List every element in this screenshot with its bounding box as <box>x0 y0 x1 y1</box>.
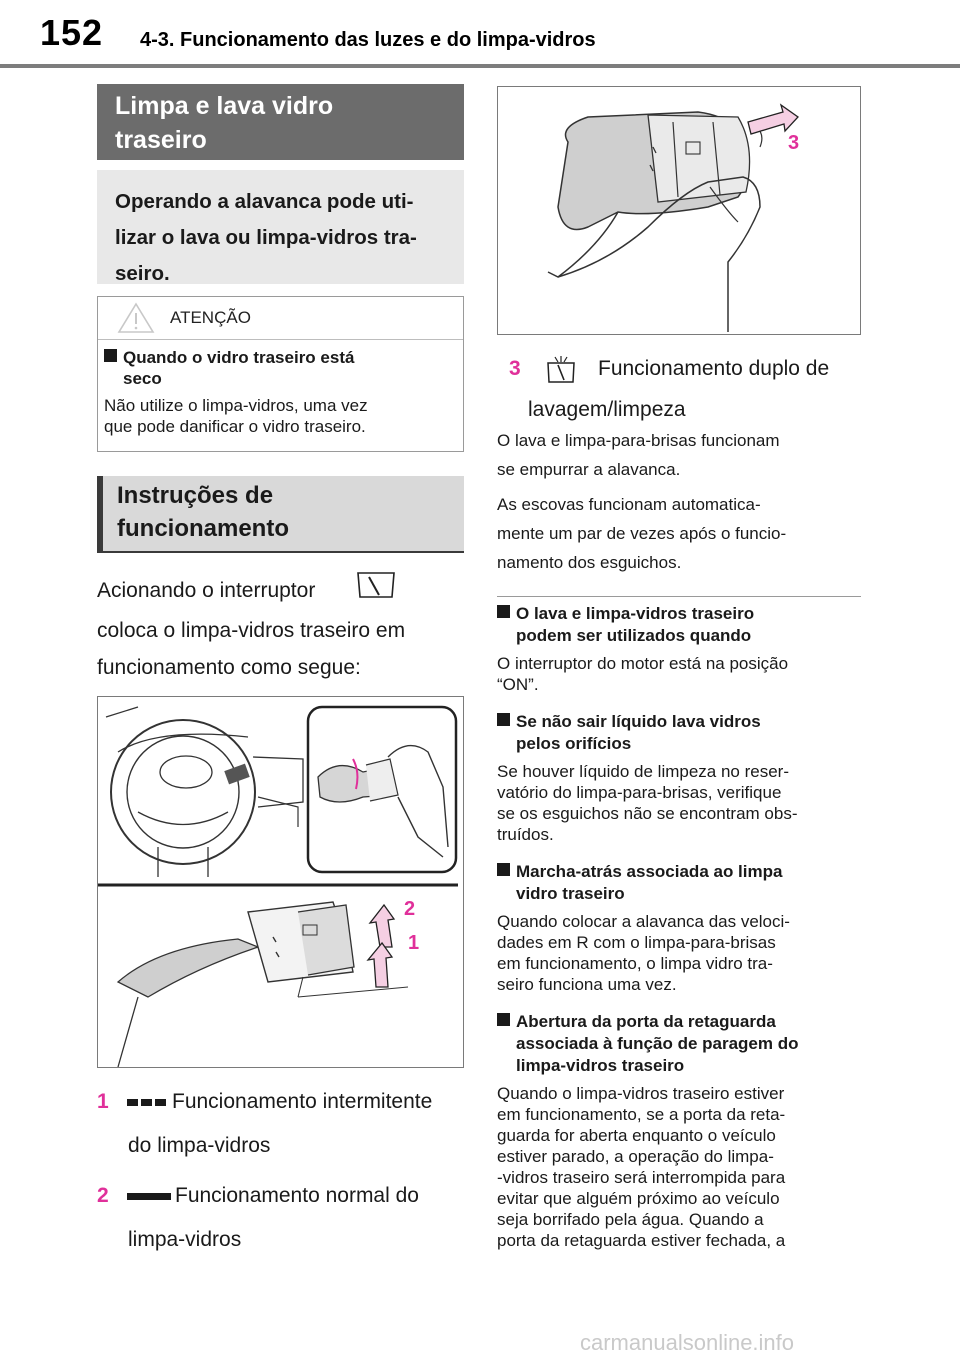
item-text: Funcionamento duplo de <box>598 357 830 380</box>
warning-triangle-icon <box>117 302 155 333</box>
lead-summary: Operando a alavanca pode uti- lizar o la… <box>97 170 464 285</box>
note-title: Se não sair líquido lava vidros pelos or… <box>497 711 861 755</box>
caution-box: ATENÇÃO Quando o vidro traseiro está sec… <box>97 296 464 452</box>
intro-line: coloca o limpa-vidros traseiro em <box>97 619 406 642</box>
item-text-cont: limpa-vidros <box>128 1228 242 1251</box>
caution-body: Não utilize o limpa-vidros, uma vez que … <box>104 395 454 437</box>
caution-body-line: que pode danificar o vidro traseiro. <box>104 417 366 436</box>
intro-paragraph: Acionando o interruptor coloca o limpa-v… <box>97 572 464 687</box>
item-text-cont: do limpa-vidros <box>128 1134 271 1157</box>
lead-line: Operando a alavanca pode uti- <box>115 190 414 213</box>
instructions-heading: Instruções de funcionamento <box>97 476 464 553</box>
item-text-cont: lavagem/limpeza <box>528 398 686 421</box>
header-rule <box>0 64 960 68</box>
section-heading-line: traseiro <box>115 126 207 154</box>
item-text: Funcionamento intermitente <box>172 1090 433 1113</box>
callout-2: 2 <box>404 898 415 920</box>
item-number: 2 <box>97 1184 109 1207</box>
section-divider <box>497 596 861 597</box>
note-4: Abertura da porta da retaguarda associad… <box>497 1011 861 1251</box>
lead-line: lizar o lava ou limpa-vidros tra- <box>115 226 417 249</box>
washer-wiper-icon <box>547 356 575 383</box>
running-header: 4-3. Funcionamento das luzes e do limpa-… <box>140 29 596 51</box>
intermittent-mode-icon <box>127 1099 166 1106</box>
item-1: 1 Funcionamento intermitente do limpa-vi… <box>97 1090 464 1157</box>
note-title: O lava e limpa-vidros traseiro podem ser… <box>497 603 861 647</box>
para-line: mente um par de vezes após o funcio- <box>497 524 787 543</box>
note-3: Marcha-atrás associada ao limpa vidro tr… <box>497 861 861 995</box>
callout-3: 3 <box>788 132 799 154</box>
note-title: Marcha-atrás associada ao limpa vidro tr… <box>497 861 861 905</box>
intro-text: Acionando o interruptor <box>97 579 316 602</box>
item-text: Funcionamento normal do <box>175 1184 419 1207</box>
hand-lever-drawing: 3 <box>547 103 799 332</box>
wiper-lever-illustration: 2 1 <box>97 696 464 1068</box>
square-bullet-icon <box>497 863 510 876</box>
caution-title: Quando o vidro traseiro está seco <box>104 347 454 389</box>
washer-description: O lava e limpa-para-brisas funcionam se … <box>497 426 861 577</box>
note-body: Quando o limpa-vidros traseiro estiver e… <box>497 1084 786 1250</box>
square-bullet-icon <box>104 349 117 362</box>
item-3: 3 Funcionamento duplo de lavagem/limpeza <box>497 355 861 435</box>
note-body: Quando colocar a alavanca das veloci- da… <box>497 912 790 994</box>
square-bullet-icon <box>497 1013 510 1026</box>
normal-mode-icon <box>127 1193 171 1200</box>
rear-wiper-switch-icon <box>357 572 395 598</box>
caution-title-line: seco <box>123 369 162 388</box>
square-bullet-icon <box>497 605 510 618</box>
item-2: 2 Funcionamento normal do limpa-vidros <box>97 1184 464 1251</box>
item-number: 1 <box>97 1090 109 1113</box>
dashboard-lever-drawing: 2 1 <box>98 705 458 1068</box>
note-body: Se houver líquido de limpeza no reser- v… <box>497 762 798 844</box>
watermark: carmanualsonline.info <box>580 1330 795 1355</box>
note-2: Se não sair líquido lava vidros pelos or… <box>497 711 861 845</box>
para-line: As escovas funcionam automatica- <box>497 495 761 514</box>
para-line: namento dos esguichos. <box>497 553 682 572</box>
notes: O lava e limpa-vidros traseiro podem ser… <box>497 603 861 1251</box>
lead-line: seiro. <box>115 262 170 285</box>
para-line: O lava e limpa-para-brisas funcionam <box>497 431 780 450</box>
note-1: O lava e limpa-vidros traseiro podem ser… <box>497 603 861 695</box>
intro-line: Acionando o interruptor <box>97 572 464 613</box>
caution-content: Quando o vidro traseiro está seco Não ut… <box>104 347 454 437</box>
caution-body-line: Não utilize o limpa-vidros, uma vez <box>104 396 368 415</box>
page-number: 152 <box>40 12 104 53</box>
push-lever-illustration: 3 <box>497 86 861 335</box>
instructions-heading-line: funcionamento <box>117 515 289 542</box>
section-heading-line: Limpa e lava vidro <box>115 92 334 120</box>
callout-1: 1 <box>408 932 419 954</box>
caution-title-line: Quando o vidro traseiro está <box>123 348 355 367</box>
section-heading-rear-wiper: Limpa e lava vidro traseiro <box>97 84 464 160</box>
para-line: se empurrar a alavanca. <box>497 460 681 479</box>
note-body: O interruptor do motor está na posição “… <box>497 654 789 694</box>
caution-header: ATENÇÃO <box>98 297 463 340</box>
note-title: Abertura da porta da retaguarda associad… <box>497 1011 861 1077</box>
item-number: 3 <box>509 357 521 380</box>
intro-line: funcionamento como segue: <box>97 656 361 679</box>
square-bullet-icon <box>497 713 510 726</box>
instructions-heading-line: Instruções de <box>117 482 274 509</box>
caution-label: ATENÇÃO <box>170 308 251 327</box>
